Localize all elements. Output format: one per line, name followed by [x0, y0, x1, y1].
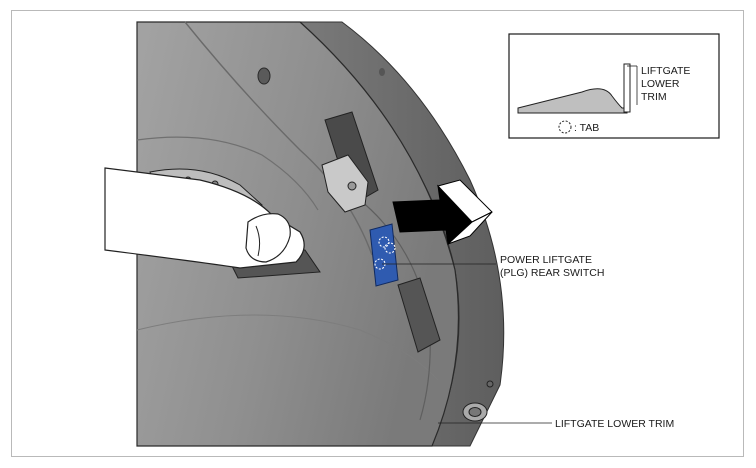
inset-trim-label-line1: LIFTGATE: [641, 65, 690, 77]
panel-contour-ridge: [136, 136, 319, 211]
lower-pocket: [397, 277, 441, 353]
latch-bracket: [321, 154, 369, 213]
side-pin: [379, 68, 385, 76]
switch-label-line1: POWER LIFTGATE: [500, 254, 592, 266]
power-liftgate-switch: [369, 223, 399, 287]
inset-lower-trim-rail: [623, 63, 631, 113]
trim-label: LIFTGATE LOWER TRIM: [555, 418, 674, 430]
bottom-grommet-inner: [468, 407, 482, 417]
removal-direction-arrow: [392, 179, 493, 246]
edge-fastener: [486, 380, 494, 388]
inset-trim-label-line3: TRIM: [641, 91, 667, 103]
panel-contour-lower: [136, 314, 439, 381]
inset-trim-label-line2: LOWER: [641, 78, 680, 90]
latch-screw: [347, 181, 357, 191]
inset-trim-section: [517, 88, 628, 114]
tab-legend-icon: [558, 120, 572, 134]
switch-label-line2: (PLG) REAR SWITCH: [500, 267, 604, 279]
tab-legend-label: : TAB: [574, 122, 599, 134]
hand-finger-crease: [255, 225, 261, 257]
tab-detail-inset: LIFTGATE LOWER TRIM : TAB: [508, 33, 720, 139]
panel-contour-upper: [184, 21, 373, 256]
bolt-hole: [257, 67, 271, 85]
hand-thumb: [245, 213, 291, 263]
